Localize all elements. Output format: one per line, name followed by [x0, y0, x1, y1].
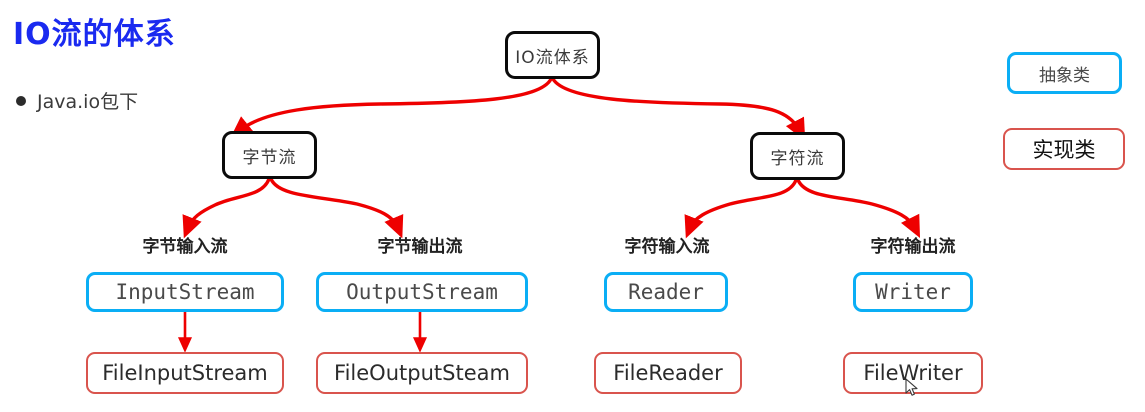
edge-byte-to-byte-input [182, 177, 271, 239]
node-label: 字符流 [770, 148, 825, 169]
node-filewriter[interactable]: FileWriter [843, 352, 983, 394]
bullet-item: Java.io包下 [16, 87, 138, 114]
node-char-stream[interactable]: 字符流 [750, 132, 845, 180]
node-io-stream-system[interactable]: IO流体系 [505, 31, 600, 79]
bullet-item-label: Java.io包下 [37, 91, 139, 113]
legend-label: 抽象类 [1039, 65, 1090, 86]
node-byte-stream[interactable]: 字节流 [222, 131, 317, 179]
edge-char-to-char-input [684, 178, 798, 239]
edge-byte-to-byte-output [269, 177, 404, 239]
node-outputstream[interactable]: OutputStream [316, 272, 528, 312]
legend-concrete-class[interactable]: 实现类 [1003, 128, 1125, 170]
node-label: Writer [875, 280, 951, 304]
legend-label: 实现类 [1032, 138, 1096, 162]
node-reader[interactable]: Reader [604, 272, 728, 312]
node-fileoutputsteam[interactable]: FileOutputSteam [316, 352, 528, 394]
page-title: IO流的体系 [13, 17, 176, 52]
bullet-dot-icon [16, 95, 26, 106]
node-label: OutputStream [346, 280, 498, 304]
edge-root-to-char-stream [551, 77, 806, 141]
node-label: FileReader [613, 361, 723, 385]
edge-root-to-byte-stream [230, 77, 553, 139]
node-inputstream[interactable]: InputStream [86, 272, 284, 312]
node-label: InputStream [115, 280, 255, 304]
legend-abstract-class[interactable]: 抽象类 [1007, 52, 1122, 94]
node-label: 字节流 [242, 147, 297, 168]
node-label: Reader [628, 280, 704, 304]
node-filereader[interactable]: FileReader [594, 352, 742, 394]
caption-label: 字符输入流 [624, 237, 710, 257]
node-fileinputstream[interactable]: FileInputStream [86, 352, 284, 394]
caption-label: 字节输入流 [142, 237, 228, 257]
caption-char-output-stream: 字符输出流 [851, 232, 975, 257]
node-label: FileInputStream [102, 361, 268, 385]
node-label: IO流体系 [515, 47, 590, 68]
node-writer[interactable]: Writer [853, 272, 973, 312]
edge-char-to-char-output [796, 178, 921, 239]
node-label: FileOutputSteam [334, 361, 510, 385]
caption-byte-output-stream: 字节输出流 [320, 232, 520, 257]
node-label: FileWriter [863, 361, 963, 385]
caption-byte-input-stream: 字节输入流 [104, 232, 266, 257]
caption-label: 字节输出流 [377, 237, 463, 257]
caption-char-input-stream: 字符输入流 [603, 232, 731, 257]
caption-label: 字符输出流 [870, 237, 956, 257]
